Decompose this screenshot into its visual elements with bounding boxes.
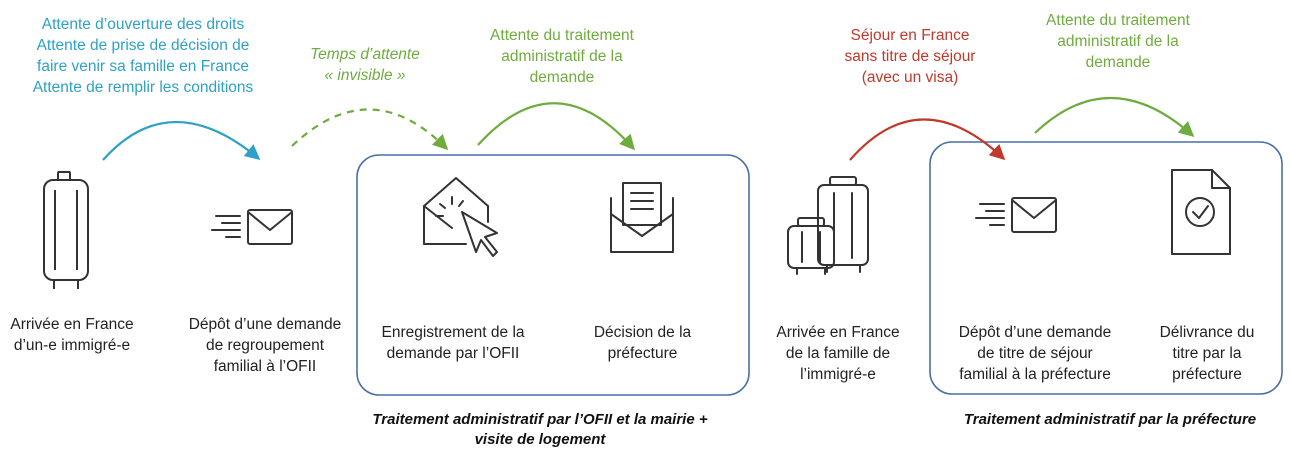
step-depot-prefecture: Dépôt d’une demande de titre de séjour f… (940, 322, 1130, 385)
step-line: familial à la préfecture (959, 366, 1111, 383)
step-line: de regroupement (205, 337, 325, 354)
wait-line: Temps d’attente (310, 46, 420, 63)
step-line: Dépôt d’une demande (958, 324, 1112, 341)
open-envelope-cursor-icon (423, 177, 498, 257)
envelope-letter-icon (610, 182, 674, 253)
wait-line: demande (1085, 54, 1151, 71)
wait-line: Attente d’ouverture des droits (41, 16, 245, 33)
step-arrival-family: Arrivée en France de la famille de l’imm… (763, 322, 913, 385)
step-line: préfecture (1172, 366, 1242, 383)
wait-line: faire venir sa famille en France (37, 58, 249, 75)
ofii-caption: Traitement administratif par l’OFII et l… (330, 410, 750, 450)
step-line: Dépôt d’une demande (188, 316, 342, 333)
wait-label-droits: Attente d’ouverture des droits Attente d… (18, 14, 268, 98)
wait-line: demande (529, 69, 595, 86)
wait-arrow-sejour (849, 118, 1006, 161)
step-enregistrement: Enregistrement de la demande par l’OFII (368, 322, 538, 364)
caption-line: Traitement administratif par la préfectu… (963, 411, 1257, 428)
wait-line: « invisible » (324, 67, 406, 84)
step-line: Enregistrement de la (381, 324, 525, 341)
step-line: préfecture (607, 345, 678, 362)
ofii-processing-box (356, 154, 750, 396)
step-line: d’un-e immigré-e (13, 337, 131, 354)
step-depot-ofii: Dépôt d’une demande de regroupement fami… (175, 314, 355, 377)
wait-label-sejour: Séjour en France sans titre de séjour (a… (830, 25, 990, 88)
suitcase-icon (43, 171, 89, 289)
wait-line: Attente du traitement (1046, 12, 1190, 29)
wait-line: (avec un visa) (861, 69, 959, 86)
wait-line: sans titre de séjour (844, 48, 976, 65)
sending-mail-icon (975, 197, 1057, 233)
step-line: Décision de la (593, 324, 692, 341)
luggage-set-icon (787, 176, 869, 275)
step-line: familial à l’OFII (213, 358, 317, 375)
caption-line: visite de logement (474, 431, 606, 448)
wait-line: Attente de prise de décision de (36, 37, 250, 54)
step-delivrance: Délivrance du titre par la préfecture (1142, 322, 1272, 385)
wait-arrow-traitement1 (477, 102, 636, 151)
step-decision: Décision de la préfecture (570, 322, 715, 364)
step-line: Délivrance du (1159, 324, 1255, 341)
wait-arrow-invisible (291, 108, 449, 151)
wait-arrow-traitement2 (1034, 96, 1195, 138)
caption-line: Traitement administratif par l’OFII et l… (372, 411, 708, 428)
step-line: de la famille de (785, 345, 891, 362)
step-line: titre par la (1172, 345, 1242, 362)
document-check-icon (1171, 169, 1231, 255)
prefecture-caption: Traitement administratif par la préfectu… (940, 410, 1280, 430)
wait-line: Attente de remplir les conditions (32, 79, 254, 96)
wait-line: Attente du traitement (490, 27, 634, 44)
sending-mail-icon (211, 209, 293, 245)
step-line: Arrivée en France (776, 324, 900, 341)
step-line: l’immigré-e (800, 366, 876, 383)
wait-arrow-droits (102, 120, 261, 161)
wait-label-traitement2: Attente du traitement administratif de l… (1028, 10, 1208, 73)
wait-line: administratif de la (1057, 33, 1179, 50)
prefecture-processing-box (929, 141, 1283, 395)
wait-line: Séjour en France (850, 27, 970, 44)
wait-line: administratif de la (501, 48, 623, 65)
step-line: Arrivée en France (10, 316, 134, 333)
wait-label-invisible: Temps d’attente « invisible » (290, 44, 440, 86)
wait-label-traitement1: Attente du traitement administratif de l… (472, 25, 652, 88)
step-line: demande par l’OFII (386, 345, 520, 362)
step-arrival-immigrant: Arrivée en France d’un-e immigré-e (2, 314, 142, 356)
step-line: de titre de séjour (977, 345, 1093, 362)
